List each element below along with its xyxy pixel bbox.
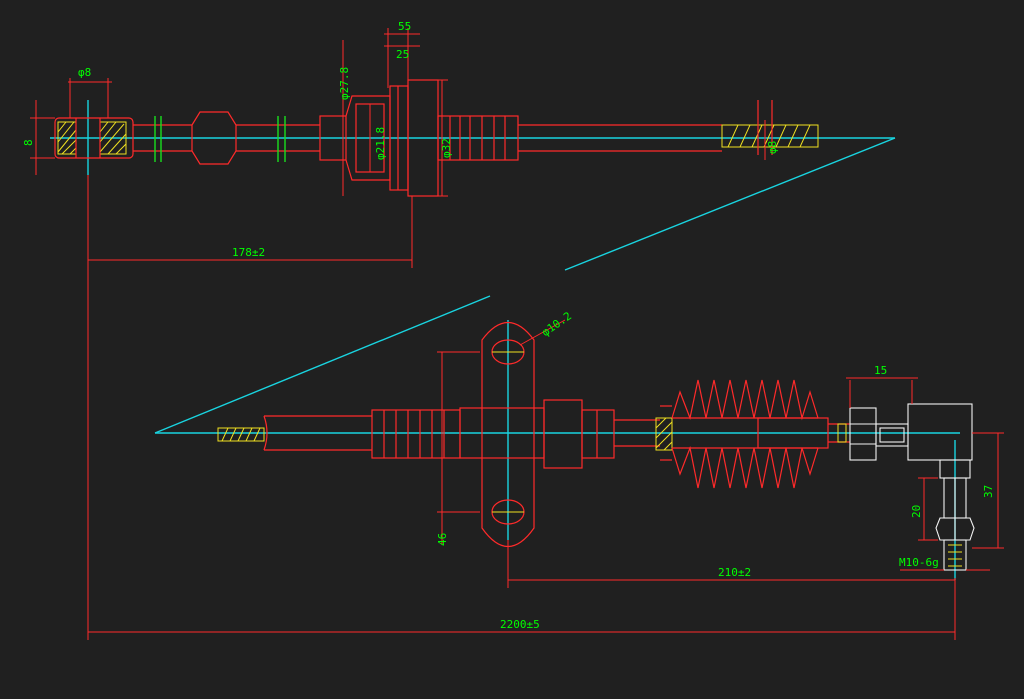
lower-dimensions [846,377,1004,571]
rod-end [828,407,909,461]
break-line-lower [154,295,491,434]
label-len-55: 55 [398,20,411,33]
ball-joint [907,403,975,571]
label-dia-27-8: φ27.8 [338,67,351,100]
label-dia-32: φ32 [440,138,453,158]
lower-spline [371,409,461,459]
upper-view: φ8 8 φ27.8 55 25 φ21.8 φ32 φ8 [22,20,896,271]
label-len-15: 15 [874,364,887,377]
cable-sheath-left [133,111,320,165]
label-len-20: 20 [910,505,923,518]
inner-cable-upper [518,100,819,155]
label-thread-dia-8: φ8 [766,141,779,154]
lower-threaded-end [217,415,372,451]
label-thread-m10: M10-6g [899,556,939,569]
label-len-2200: 2200±5 [500,618,540,631]
break-line-upper [564,137,896,271]
dimension-2200: 2200±5 [88,618,955,633]
left-eye-end [54,117,134,159]
dimension-178: 178±2 [87,175,413,640]
lower-view: φ10.2 15 46 20 37 M10-6g [154,295,1004,580]
lower-nut [543,399,660,469]
label-dia-8: φ8 [78,66,91,79]
upper-fitting [319,79,519,197]
label-height-8: 8 [22,139,35,146]
label-dia-21-8: φ21.8 [374,127,387,160]
label-len-37: 37 [982,485,995,498]
label-len-25: 25 [396,48,409,61]
dimension-210: 210±2 [507,540,956,640]
rubber-boot [655,379,829,489]
label-len-178: 178±2 [232,246,265,259]
label-len-210: 210±2 [718,566,751,579]
label-len-46: 46 [436,533,449,546]
label-dia-10-2: φ10.2 [539,309,574,339]
upper-dimensions [30,28,766,197]
